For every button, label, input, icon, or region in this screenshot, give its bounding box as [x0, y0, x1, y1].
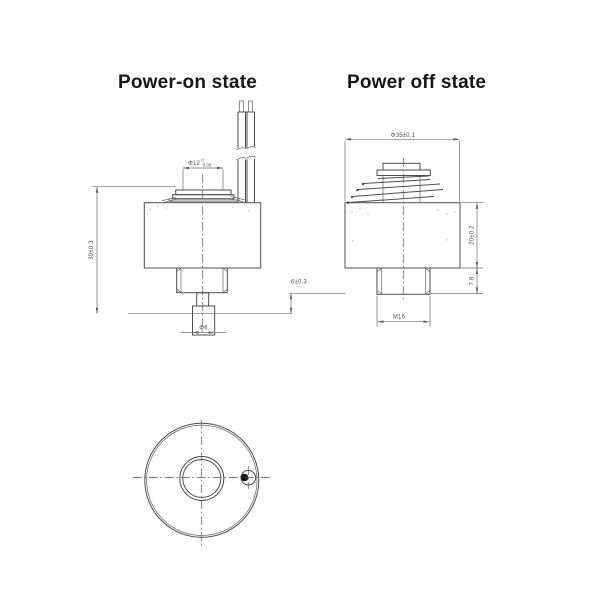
- outer-rim-circle: [144, 422, 260, 538]
- body-texture-specks-left: [146, 205, 250, 215]
- phi12-tol-upper: 0: [202, 158, 205, 163]
- bottom-view-drawing: [132, 420, 270, 546]
- dim-thread: M16: [376, 296, 431, 327]
- plunger-disc: [161, 189, 248, 203]
- lead-wires: [236, 100, 256, 203]
- phi12-tol-lower: -0.05: [202, 163, 212, 168]
- right-view-drawing: Φ35±0.1 20±0.2 7.8: [344, 133, 483, 327]
- dim-body-height: 20±0.2: [461, 202, 483, 269]
- solenoid-body-right: [344, 202, 461, 269]
- inner-rim-circle: [146, 424, 258, 536]
- dim-body-diameter: Φ35±0.1: [344, 133, 460, 202]
- left-view-drawing: Φ12 0 -0.05 39±0.3 Φ6: [89, 100, 262, 336]
- dim-hex-height: 7.8: [431, 268, 483, 294]
- body-diameter-label: Φ35±0.1: [391, 133, 416, 139]
- plunger-and-spring: [346, 162, 444, 204]
- boss-outer-circle: [179, 456, 225, 501]
- power-off-title: Power off state: [347, 72, 487, 93]
- body-height-label: 20±0.2: [470, 225, 476, 245]
- phi12-label: Φ12: [188, 161, 201, 167]
- stroke-label: 6±0.3: [291, 280, 307, 286]
- thread-bushing-left: [176, 267, 228, 294]
- dim-stroke: 6±0.3: [128, 280, 345, 315]
- dim-tip-diameter: Φ6: [181, 326, 226, 334]
- height-label: 39±0.3: [89, 240, 95, 260]
- dim-plunger-diameter: Φ12 0 -0.05: [182, 158, 224, 190]
- tip-diameter-label: Φ6: [199, 326, 208, 332]
- plunger-tip: [192, 305, 216, 336]
- thread-label: M16: [393, 315, 406, 321]
- dim-overall-height: 39±0.3: [89, 186, 176, 314]
- terminal-dot: [240, 473, 249, 482]
- power-on-title: Power-on state: [118, 72, 257, 93]
- boss-inner-circle: [182, 459, 222, 498]
- body-texture-specks-right: [351, 208, 456, 242]
- hex-height-label: 7.8: [470, 276, 476, 285]
